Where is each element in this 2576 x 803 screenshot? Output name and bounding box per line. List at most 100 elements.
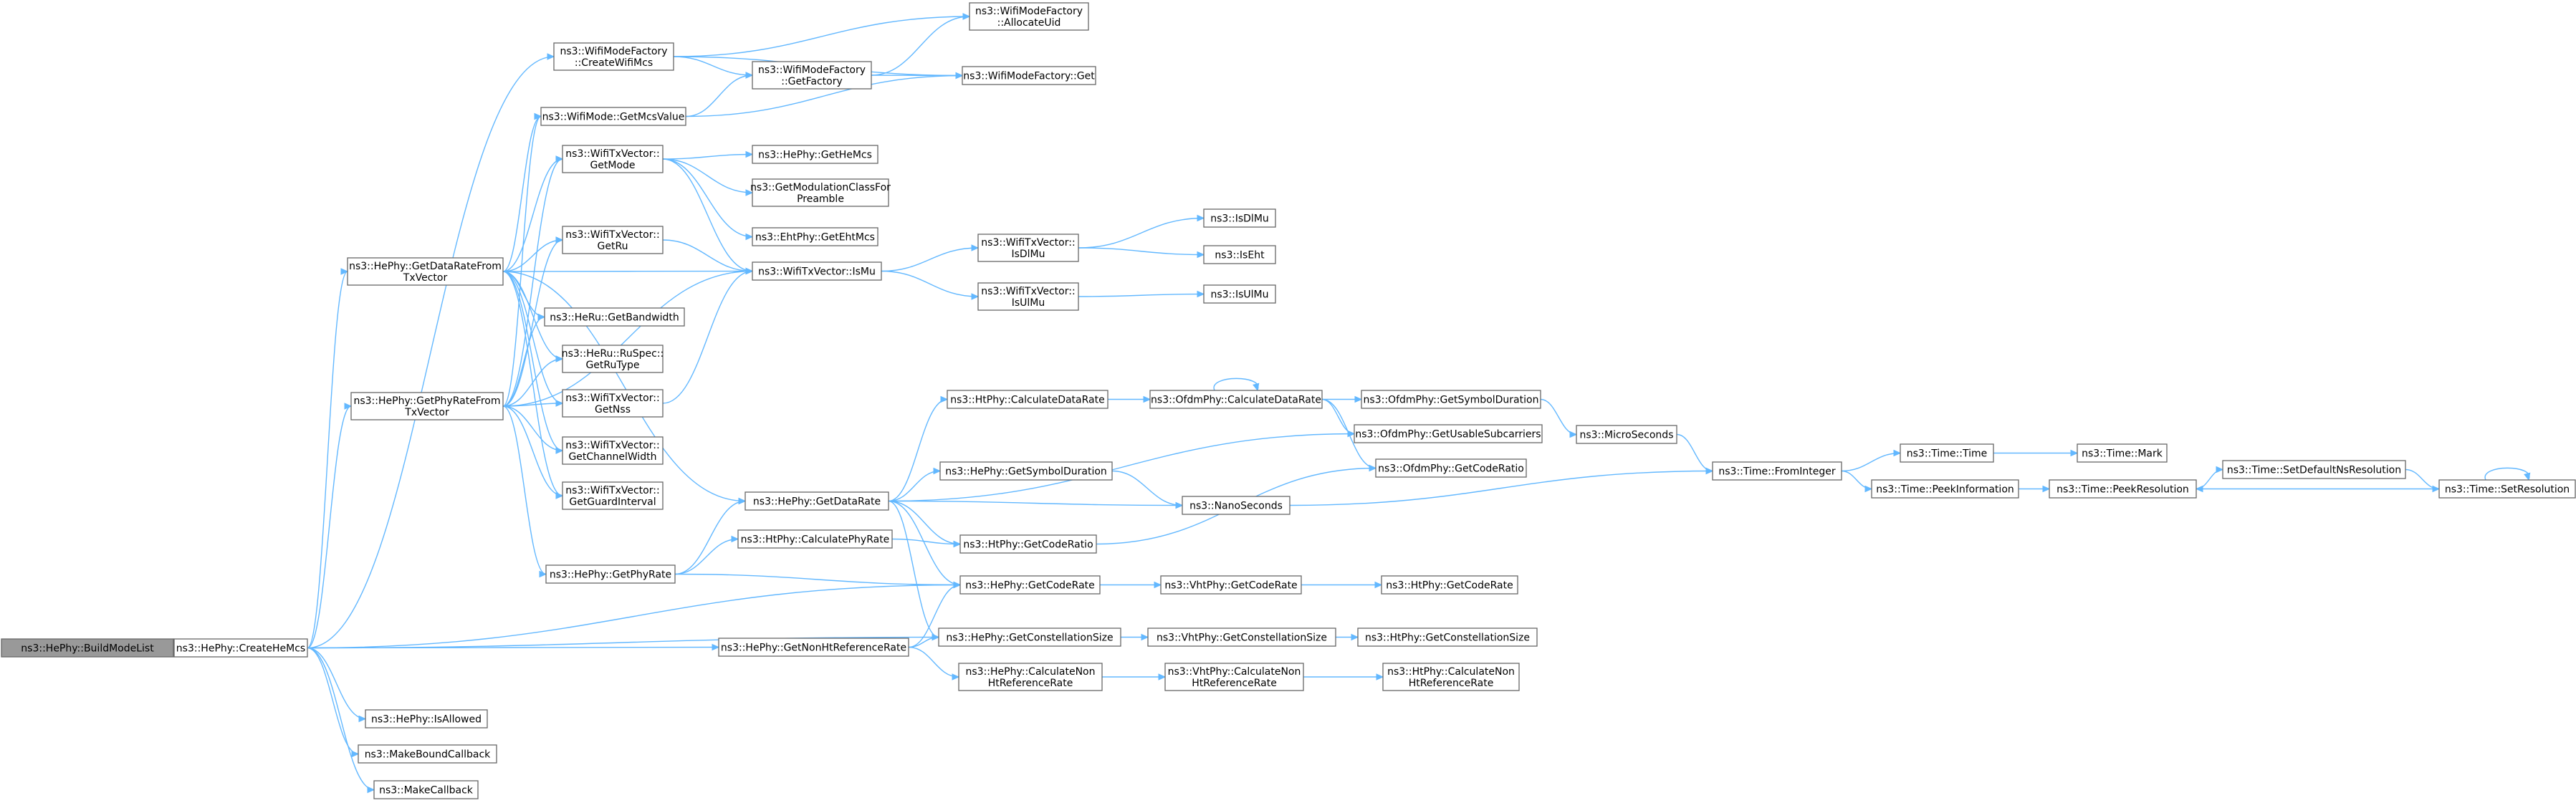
edge-arrowhead	[933, 467, 942, 475]
node-ht-calculate-phy-rate[interactable]: ns3::HtPhy::CalculatePhyRate	[737, 529, 893, 549]
node-label: HtReferenceRate	[1409, 678, 1494, 689]
node-get-phy-rate[interactable]: ns3::HePhy::GetPhyRate	[545, 564, 676, 584]
node-make-bound-callback[interactable]: ns3::MakeBoundCallback	[358, 744, 497, 764]
node-get-ru-type[interactable]: ns3::HeRu::RuSpec::GetRuType	[562, 345, 664, 373]
node-ofdm-calculate-data-rate[interactable]: ns3::OfdmPhy::CalculateDataRate	[1149, 390, 1323, 409]
node-he-get-symbol-duration[interactable]: ns3::HePhy::GetSymbolDuration	[939, 461, 1113, 481]
node-get-eht-mcs[interactable]: ns3::EhtPhy::GetEhtMcs	[752, 227, 878, 246]
node-get-ru[interactable]: ns3::WifiTxVector::GetRu	[562, 226, 664, 254]
node-ht-calculate-data-rate[interactable]: ns3::HtPhy::CalculateDataRate	[947, 390, 1109, 409]
node-get-mode[interactable]: ns3::WifiTxVector::GetMode	[562, 145, 664, 173]
node-ht-get-code-ratio[interactable]: ns3::HtPhy::GetCodeRatio	[959, 534, 1097, 554]
node-label: ns3::OfdmPhy::GetSymbolDuration	[1364, 395, 1539, 406]
node-get-factory[interactable]: ns3::WifiModeFactory::GetFactory	[752, 61, 872, 90]
edge-arrowhead	[555, 155, 564, 163]
node-get-channel-width[interactable]: ns3::WifiTxVector::GetChannelWidth	[562, 436, 664, 465]
edge-arrowhead	[1141, 633, 1149, 641]
edge-from-integer-to-peek-information	[1841, 470, 1872, 490]
node-vht-get-const-size[interactable]: ns3::VhtPhy::GetConstellationSize	[1147, 628, 1336, 647]
node-allocate-uid[interactable]: ns3::WifiModeFactory::AllocateUid	[969, 2, 1089, 31]
node-label: ns3::WifiModeFactory::Get	[963, 71, 1095, 82]
node-box	[962, 66, 1096, 85]
node-set-default-ns-resolution[interactable]: ns3::Time::SetDefaultNsResolution	[2222, 460, 2406, 479]
edge-arrowhead	[953, 540, 962, 548]
edge-get-factory-to-allocate-uid	[871, 16, 970, 76]
node-box	[752, 227, 878, 246]
node-peek-resolution[interactable]: ns3::Time::PeekResolution	[2049, 479, 2197, 499]
edge-arrowhead	[932, 633, 940, 641]
node-gis-dl-mu[interactable]: ns3::IsDlMu	[1203, 208, 1276, 228]
node-get-guard-interval[interactable]: ns3::WifiTxVector::GetGuardInterval	[562, 481, 664, 510]
node-is-eht[interactable]: ns3::IsEht	[1203, 245, 1276, 264]
edge-get-mode-to-get-modulation-class	[662, 158, 753, 193]
node-ht-get-const-size[interactable]: ns3::HtPhy::GetConstellationSize	[1357, 628, 1538, 647]
node-is-dl-mu[interactable]: ns3::WifiTxVector::IsDlMu	[977, 234, 1079, 262]
node-box	[1, 638, 174, 658]
node-box	[958, 663, 1103, 691]
node-create-he-mcs[interactable]: ns3::HePhy::CreateHeMcs	[173, 638, 308, 658]
edge-arrowhead	[351, 750, 360, 758]
node-box	[1712, 461, 1842, 481]
node-label: GetRuType	[585, 360, 639, 371]
edge-arrowhead	[1376, 673, 1384, 681]
edge-he-get-data-rate-to-he-get-code-rate	[888, 500, 961, 586]
node-ofdm-get-code-ratio[interactable]: ns3::OfdmPhy::GetCodeRatio	[1375, 458, 1527, 478]
edge-arrowhead	[1354, 395, 1363, 403]
node-ht-get-code-rate[interactable]: ns3::HtPhy::GetCodeRate	[1381, 575, 1518, 595]
node-he-get-data-rate[interactable]: ns3::HePhy::GetDataRate	[744, 491, 889, 511]
node-set-resolution[interactable]: ns3::Time::SetResolution	[2438, 479, 2576, 499]
node-label: ns3::OfdmPhy::GetCodeRatio	[1378, 463, 1524, 475]
node-get-nss[interactable]: ns3::WifiTxVector::GetNss	[562, 389, 664, 418]
node-he-get-code-rate[interactable]: ns3::HePhy::GetCodeRate	[959, 575, 1101, 595]
edge-get-data-rate-from-tx-to-get-channel-width	[502, 271, 563, 451]
node-nano-seconds[interactable]: ns3::NanoSeconds	[1182, 496, 1291, 515]
edge-arrowhead	[1893, 449, 1902, 457]
edge-create-wifi-mcs-to-allocate-uid	[673, 16, 970, 57]
node-factory-get[interactable]: ns3::WifiModeFactory::Get	[962, 66, 1096, 85]
node-time-mark[interactable]: ns3::Time::Mark	[2077, 443, 2168, 463]
node-get-mcs-value[interactable]: ns3::WifiMode::GetMcsValue	[540, 107, 686, 126]
edge-create-he-mcs-to-is-allowed	[307, 647, 366, 720]
edge-arrowhead	[1864, 485, 1873, 493]
node-micro-seconds[interactable]: ns3::MicroSeconds	[1576, 425, 1677, 444]
node-box	[347, 257, 504, 286]
node-label: TxVector	[404, 407, 449, 418]
node-box	[718, 638, 909, 657]
node-box	[752, 261, 882, 281]
node-is-ul-mu[interactable]: ns3::WifiTxVector::IsUlMu	[977, 282, 1079, 311]
node-ofdm-get-symbol-duration[interactable]: ns3::OfdmPhy::GetSymbolDuration	[1361, 390, 1541, 409]
node-label: IsDlMu	[1011, 249, 1045, 260]
node-label: ns3::WifiTxVector::	[981, 286, 1075, 297]
node-create-wifi-mcs[interactable]: ns3::WifiModeFactory::CreateWifiMcs	[553, 42, 674, 71]
node-get-bandwidth[interactable]: ns3::HeRu::GetBandwidth	[544, 307, 685, 327]
node-label: ns3::Time::Time	[1907, 448, 1987, 460]
node-make-callback[interactable]: ns3::MakeCallback	[373, 780, 479, 799]
node-vht-get-code-rate[interactable]: ns3::VhtPhy::GetCodeRate	[1160, 575, 1302, 595]
node-label: ::GetFactory	[781, 76, 843, 87]
edge-ofdm-calculate-data-rate-to-get-usable-subcarriers	[1321, 398, 1355, 435]
node-he-get-const-size[interactable]: ns3::HePhy::GetConstellationSize	[938, 628, 1121, 647]
node-peek-information[interactable]: ns3::Time::PeekInformation	[1871, 479, 2019, 499]
node-build-mode-list[interactable]: ns3::HePhy::BuildModeList	[1, 638, 174, 658]
node-get-usable-subcarriers[interactable]: ns3::OfdmPhy::GetUsableSubcarriers	[1354, 424, 1543, 443]
node-get-non-ht-ref-rate[interactable]: ns3::HePhy::GetNonHtReferenceRate	[718, 638, 909, 657]
node-time-time[interactable]: ns3::Time::Time	[1900, 443, 1994, 463]
edge-arrowhead	[745, 267, 754, 275]
node-label: ns3::Time::SetResolution	[2445, 484, 2570, 496]
node-label: GetNss	[595, 404, 631, 415]
node-gis-ul-mu[interactable]: ns3::IsUlMu	[1203, 284, 1276, 304]
node-is-allowed[interactable]: ns3::HePhy::IsAllowed	[365, 709, 488, 729]
edge-arrowhead	[731, 535, 739, 543]
node-from-integer[interactable]: ns3::Time::FromInteger	[1712, 461, 1842, 481]
edge-he-get-data-rate-to-ht-calculate-data-rate	[888, 398, 948, 502]
node-get-he-mcs[interactable]: ns3::HePhy::GetHeMcs	[752, 145, 878, 164]
node-label: ns3::Time::SetDefaultNsResolution	[2227, 465, 2401, 476]
edge-nano-seconds-to-from-integer	[1289, 470, 1713, 506]
node-is-mu[interactable]: ns3::WifiTxVector::IsMu	[752, 261, 882, 281]
